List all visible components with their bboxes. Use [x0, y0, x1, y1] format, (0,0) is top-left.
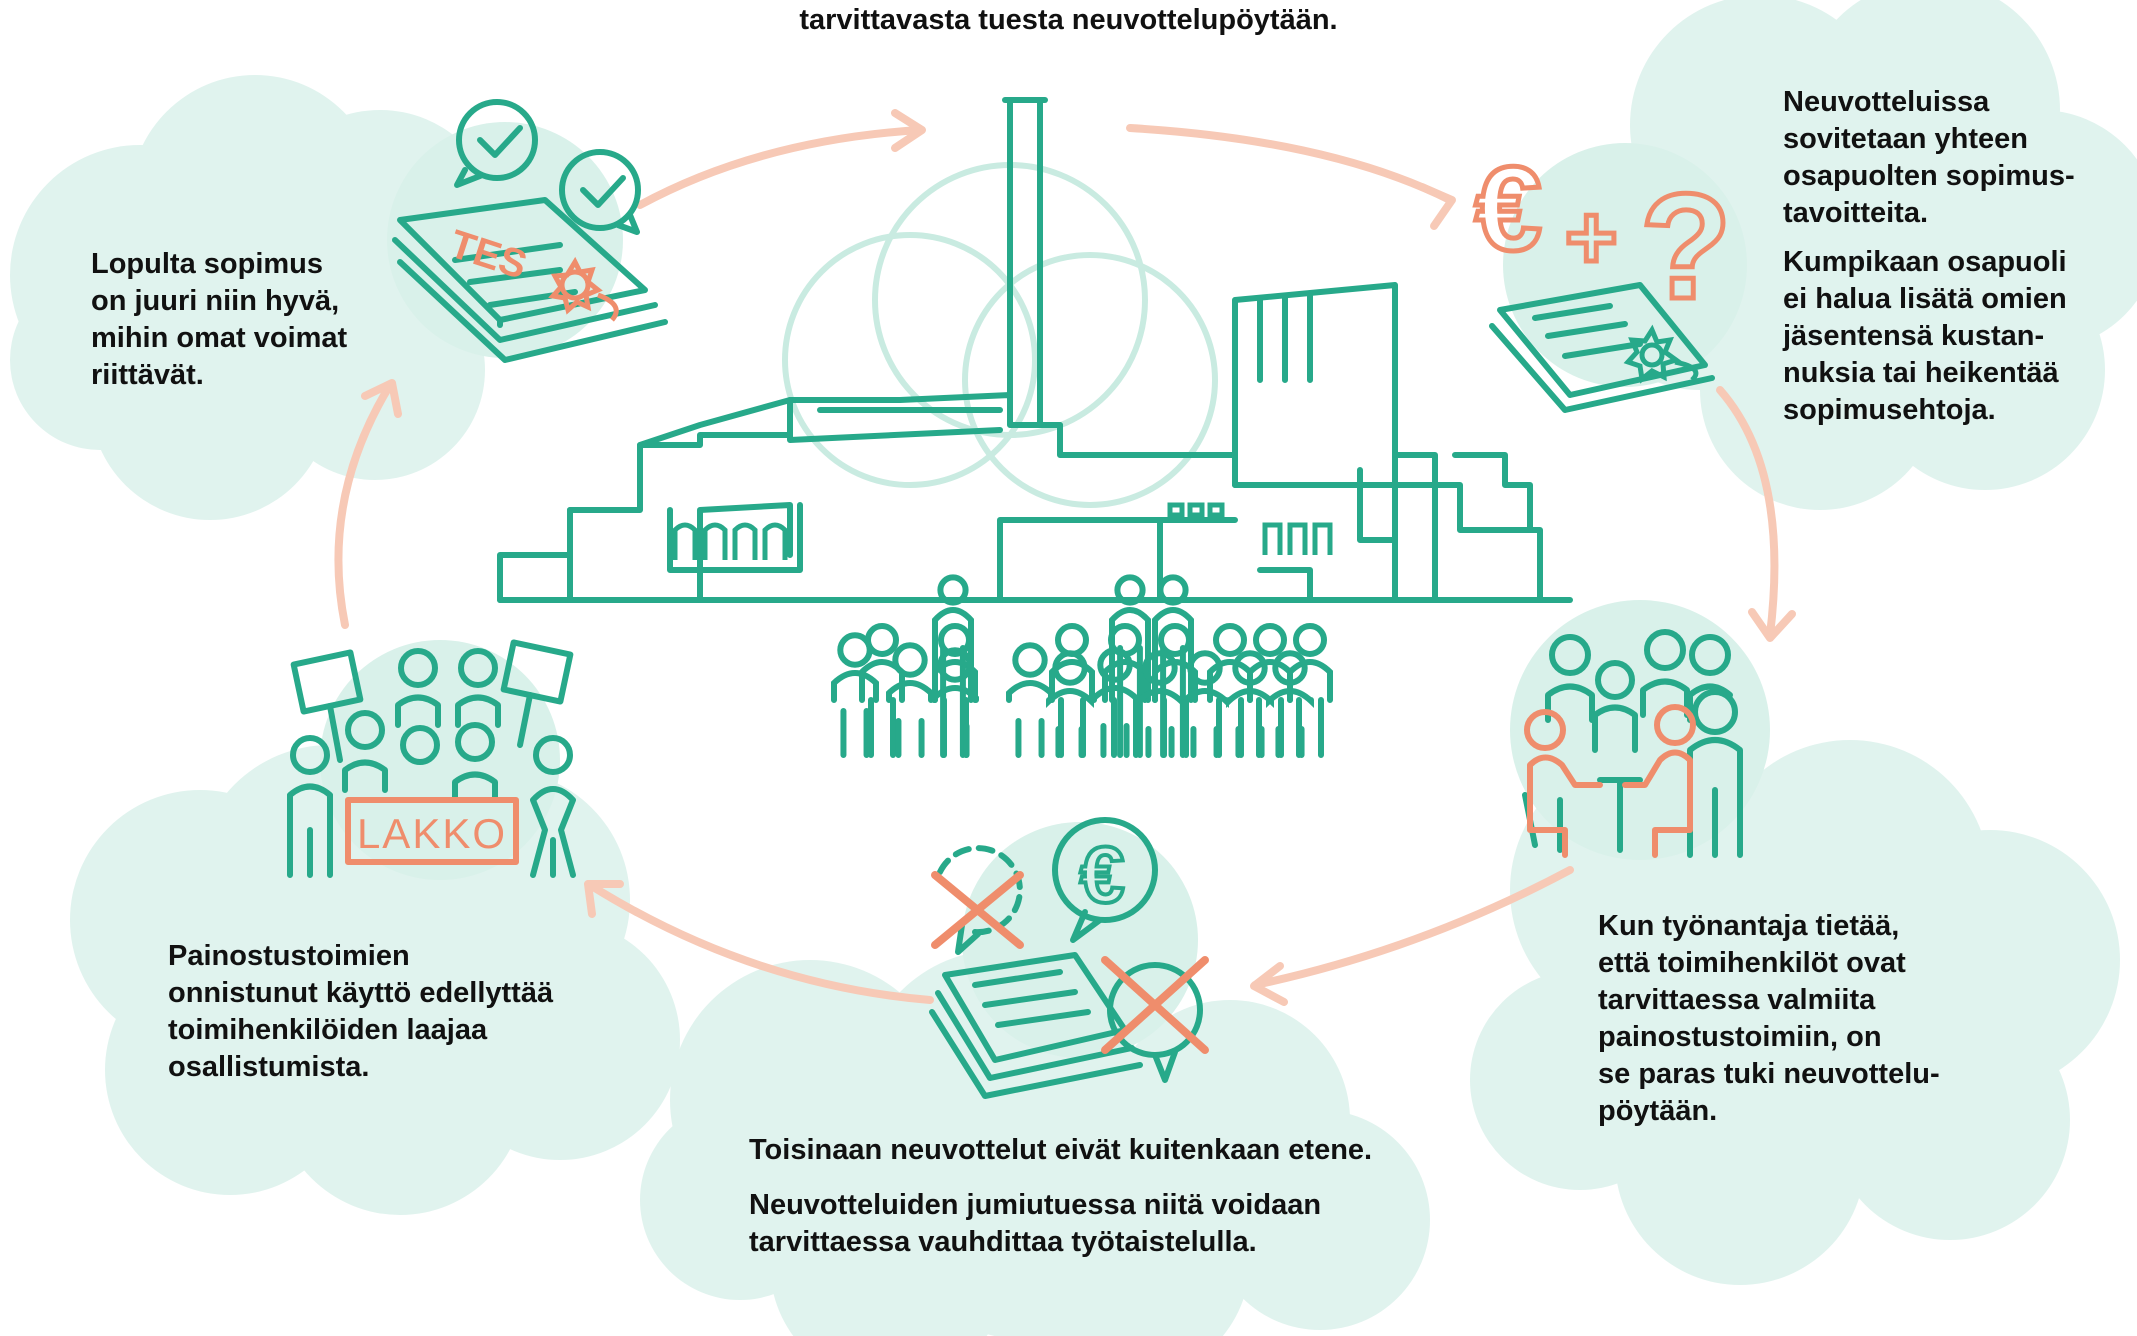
text-line: nuksia tai heikentää [1783, 357, 2059, 389]
question-symbol: ? [1640, 162, 1732, 330]
arrow-bottom-left [586, 881, 934, 1004]
negotiation-meeting-icon [1522, 629, 1743, 858]
text-line: sopimusehtoja. [1783, 394, 1996, 426]
stalled-negotiations-icon: € [929, 817, 1209, 1099]
text-line: mihin omat voimat [91, 322, 348, 354]
text-line: sovitetaan yhteen [1783, 123, 2028, 155]
step-text-top-left: Lopulta sopimus on juuri niin hyvä, mihi… [91, 246, 391, 394]
step-text-top-right: Neuvotteluissa sovitetaan yhteen osapuol… [1783, 84, 2113, 441]
euro-symbol: € [1475, 142, 1542, 276]
person-figure [886, 642, 934, 758]
arrow-top-right [1126, 124, 1454, 204]
crowd-of-people [831, 574, 1333, 758]
text-line: tavoitteita. [1783, 197, 1929, 229]
arrow-left [334, 381, 394, 629]
text-line: Neuvotteluissa [1783, 86, 1990, 118]
text-line: on juuri niin hyvä, [91, 285, 340, 317]
person-figure [1006, 642, 1054, 758]
cloud-bottom-right [1470, 740, 2120, 1285]
plus-symbol: + [1565, 188, 1618, 288]
cross-icon [931, 871, 1024, 949]
text-line: Painostustoimien [168, 940, 410, 972]
step-text-bottom-right: Kun työnantaja tietää, että toimihenkilö… [1598, 908, 1958, 1130]
text-line: painostustoimiin, on [1598, 1021, 1882, 1053]
agreement-icon: TES [392, 99, 668, 363]
step-text-bottom-center: Toisinaan neuvottelut eivät kuitenkaan e… [749, 1132, 1429, 1273]
text-line: tarvittaessa vauhdittaa työtaistelulla. [749, 1226, 1257, 1258]
text-line: osallistumista. [168, 1051, 370, 1083]
text-line: Lopulta sopimus [91, 248, 323, 280]
text-line: se paras tuki neuvottelu- [1598, 1058, 1940, 1090]
cross-icon [1101, 956, 1209, 1054]
text-line: Toisinaan neuvottelut eivät kuitenkaan e… [749, 1134, 1373, 1166]
person-figure [1181, 650, 1229, 758]
text-line: tarvittaessa valmiita [1598, 984, 1876, 1016]
lakko-sign-text: LAKKO [357, 810, 507, 857]
intro-text: tarvittavasta tuesta neuvottelupöytään. [799, 4, 1338, 36]
text-line: että toimihenkilöt ovat [1598, 947, 1906, 979]
strike-protest-icon: LAKKO [287, 639, 576, 878]
person-figure [1136, 650, 1184, 758]
text-line: pöytään. [1598, 1095, 1718, 1127]
person-figure [931, 647, 979, 758]
text-line: osapuolten sopimus- [1783, 160, 2075, 192]
factory-illustration [497, 97, 1573, 603]
arrow-right [1716, 386, 1779, 639]
text-line: jäsentensä kustan- [1783, 320, 2045, 352]
euro-plus-question-icon: € + ? [1473, 140, 1734, 413]
person-figure [1266, 650, 1314, 758]
text-line: Kun työnantaja tietää, [1598, 910, 1900, 942]
text-line: Kumpikaan osapuoli [1783, 246, 2067, 278]
person-figure [1046, 650, 1094, 758]
text-line: onnistunut käyttö edellyttää [168, 977, 554, 1009]
icon-backdrops [320, 122, 1770, 1058]
text-line: Neuvotteluiden jumiutuessa niitä voidaan [749, 1189, 1322, 1221]
arrow-top-left [636, 126, 924, 209]
person-figure [1091, 647, 1139, 758]
arrow-bottom-right [1251, 866, 1574, 989]
text-line: ei halua lisätä omien [1783, 283, 2067, 315]
euro-bubble-symbol: € [1080, 830, 1125, 919]
cycle-arrows [334, 109, 1796, 1006]
text-line: toimihenkilöiden laajaa [168, 1014, 488, 1046]
cloud-bottom-left [70, 745, 680, 1215]
factory-windows [672, 502, 1333, 560]
text-line: riittävät. [91, 359, 204, 391]
person-figure [831, 632, 879, 758]
step-text-bottom-left: Painostustoimien onnistunut käyttö edell… [168, 938, 588, 1086]
